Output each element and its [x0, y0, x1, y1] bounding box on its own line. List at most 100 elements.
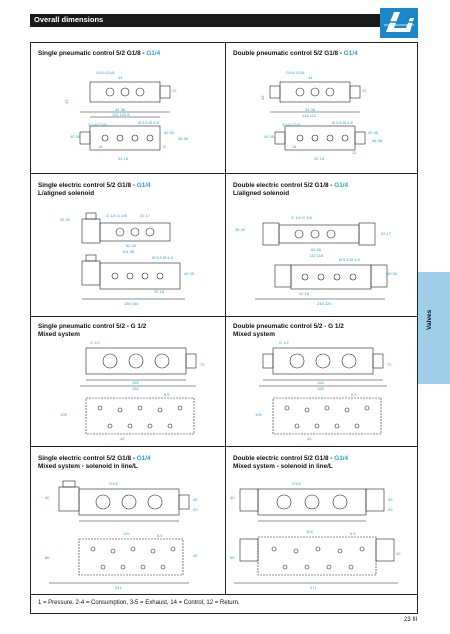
page-title: Overall dimensions	[34, 15, 104, 24]
dim-label: 40	[120, 436, 125, 441]
dim-label: 32 18	[314, 156, 325, 161]
dim-label: 185 164	[124, 301, 139, 306]
dim-label: 14	[98, 144, 103, 149]
dim-label: G1/4	[109, 481, 118, 486]
dim-label: G 1/2	[90, 340, 101, 345]
dim-label: G1/4	[292, 481, 301, 486]
header-bar	[30, 14, 380, 27]
dim-label: 12	[352, 150, 357, 155]
dim-label: 120	[123, 531, 130, 536]
dim-label: 105	[60, 412, 67, 417]
dim-label: G 1/4 G 1/8	[291, 215, 312, 220]
frame-divider-h3	[30, 446, 418, 447]
dim-label: 22	[362, 88, 367, 93]
dim-label: 241	[115, 585, 122, 590]
dim-label: 22 17	[140, 213, 151, 218]
dim-label: 32 18	[154, 289, 165, 294]
side-tab[interactable]	[418, 272, 450, 384]
dim-label: 40 30	[184, 271, 195, 276]
dim-label: 155	[132, 380, 139, 385]
dim-label: 35 30	[60, 217, 71, 222]
dim-label: 271	[310, 585, 317, 590]
dim-label: 6.5	[164, 392, 170, 397]
dim-label: 44 36	[305, 107, 316, 112]
side-tab-label: Valves	[426, 309, 433, 330]
dim-label: 40	[45, 495, 50, 500]
dim-label: 132 118	[309, 253, 324, 258]
dim-label: 32 18	[118, 156, 129, 161]
dim-label: 114 98	[122, 249, 135, 254]
drawing-single-pneumatic-mixed: G 1/2 72 155 152 6.5 105 40	[60, 340, 205, 441]
dim-label: 66	[230, 555, 235, 560]
drawing-single-pneumatic: G1/4 G1/8 44 43 22 44 36 115 102.5 G1/4 …	[64, 70, 189, 161]
dim-label: 40 35	[70, 134, 81, 139]
dim-label: 62 45	[311, 247, 322, 252]
dim-label: 40 35	[264, 134, 275, 139]
drawing-double-pneumatic-mixed: G 1/2 72 164 158 6.5 105 40	[255, 340, 392, 441]
dim-label: 48 36	[372, 138, 383, 143]
dim-label: 32 18	[299, 291, 310, 296]
dim-label: 20	[388, 507, 393, 512]
dim-label: 43	[64, 99, 69, 104]
drawing-double-electric: 35 30 G 1/4 G 1/8 22 17 62 45 132 118 Ø …	[235, 215, 398, 306]
dim-label: 12	[162, 144, 167, 149]
dim-label: 105	[255, 412, 262, 417]
drawing-double-pneumatic: G1/4 G1/8 44 43 22 44 36 126 112 G1/4 G1…	[260, 70, 383, 161]
dim-label: 48 36	[178, 136, 189, 141]
dim-label: 40	[230, 495, 235, 500]
dim-label: 40 30	[368, 130, 379, 135]
dim-label: 248 220	[317, 301, 332, 306]
dim-label: 35 30	[235, 227, 246, 232]
dim-label: Ø 5.5 Ø 4.8	[339, 257, 360, 262]
page-number: 23 III	[404, 617, 418, 623]
dim-label: 126 112	[302, 113, 317, 118]
frame-divider-h2	[30, 316, 418, 317]
dim-label: 6.5	[350, 531, 356, 536]
dim-label: Ø 5.5 Ø 4.8	[152, 255, 173, 260]
dim-label: 72	[200, 362, 205, 367]
drawing-frame	[30, 42, 418, 614]
dim-label: 158	[317, 386, 324, 391]
dim-label: 40 30	[164, 130, 175, 135]
dim-label: 62 45	[126, 243, 137, 248]
dim-label: G1/4 G1/8	[286, 70, 305, 75]
dim-label: 115 102.5	[112, 112, 130, 117]
dim-label: 22 17	[381, 231, 392, 236]
dim-label: 152	[132, 386, 139, 391]
dim-label: 40	[388, 497, 393, 502]
dim-label: 44	[118, 75, 123, 80]
frame-divider-v	[225, 42, 226, 594]
dim-label: G1/4 G1/8	[96, 70, 115, 75]
legend-text: 1 = Pressure, 2-4 = Consumption, 3-5 = E…	[38, 600, 240, 606]
dim-label: 40	[193, 553, 198, 558]
dim-label: 40	[193, 497, 198, 502]
dim-label: 104	[306, 529, 313, 534]
dim-label: 66	[45, 555, 50, 560]
frame-divider-h4	[30, 594, 418, 595]
dim-label: 20	[193, 507, 198, 512]
drawing-double-electric-mixed: G1/4 40 40 20 104 6.5 40 66 271	[230, 481, 401, 590]
dim-label: G 1/4 G 1/8	[106, 213, 127, 218]
dim-label: 43	[260, 95, 265, 100]
dim-label: Ø 5.5 Ø 4.8	[138, 120, 159, 125]
dim-label: 40	[396, 551, 401, 556]
dim-label: 22	[172, 88, 177, 93]
frame-divider-h1	[30, 173, 418, 174]
dim-label: G1/4 G1/8	[88, 122, 107, 127]
cell-title-single-pneumatic: Single pneumatic control 5/2 G1/8 - G1/4	[38, 50, 161, 57]
dim-label: 72	[387, 362, 392, 367]
dim-label: 44	[308, 75, 313, 80]
brand-logo	[380, 8, 418, 38]
cell-title-double-pneumatic: Double pneumatic control 5/2 G1/8 - G1/4	[233, 50, 358, 57]
dim-label: 40	[307, 436, 312, 441]
dim-label: 40 30	[387, 271, 398, 276]
dim-label: 14	[292, 144, 297, 149]
drawing-single-electric-mixed: G1/4 40 40 20 120 6.5 40 66 241	[45, 480, 198, 590]
dim-label: 6.5	[351, 392, 357, 397]
dim-label: 6.5	[157, 533, 163, 538]
dim-label: 164	[317, 380, 324, 385]
dim-label: 44 36	[115, 107, 126, 112]
